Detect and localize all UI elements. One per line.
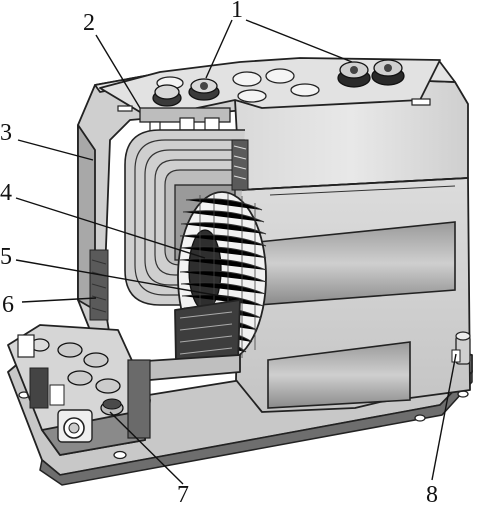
callout-3: 3 <box>0 120 12 146</box>
callout-2: 2 <box>83 10 95 36</box>
terminal-hole <box>232 71 262 87</box>
callout-5: 5 <box>0 244 12 270</box>
terminal-bolt <box>337 61 371 88</box>
terminal-hole <box>265 68 295 84</box>
leader-7 <box>109 411 184 485</box>
terminal-bolt <box>371 59 405 86</box>
callout-7: 7 <box>177 482 189 505</box>
secondary-terminal-screw <box>100 398 124 416</box>
callout-labels: 1 2 3 4 5 6 7 8 <box>0 0 438 505</box>
leader-3 <box>17 139 94 161</box>
mounting-hole <box>113 450 127 460</box>
secondary-terminal-block <box>7 324 151 456</box>
leader-1a <box>205 19 233 79</box>
terminal-hole <box>290 83 320 97</box>
top-surface <box>99 57 441 133</box>
leader-4 <box>15 197 206 259</box>
leader-6 <box>21 297 97 303</box>
main-housing <box>234 59 471 413</box>
leader-1b <box>245 19 353 63</box>
callout-1: 1 <box>231 0 243 23</box>
callout-4: 4 <box>0 180 12 206</box>
mounting-hole <box>414 414 426 422</box>
terminal-bolt <box>188 78 220 101</box>
core-frame <box>129 299 241 381</box>
leader-2 <box>95 34 141 109</box>
leader-8 <box>431 353 457 481</box>
leader-lines <box>15 19 457 485</box>
leader-5 <box>15 259 233 299</box>
callout-6: 6 <box>2 292 14 318</box>
terminal-clamp <box>17 334 121 409</box>
housing-window-lower <box>267 341 411 409</box>
callout-8: 8 <box>426 482 438 505</box>
terminal-hole <box>237 89 267 103</box>
terminal-bolt <box>152 84 182 107</box>
